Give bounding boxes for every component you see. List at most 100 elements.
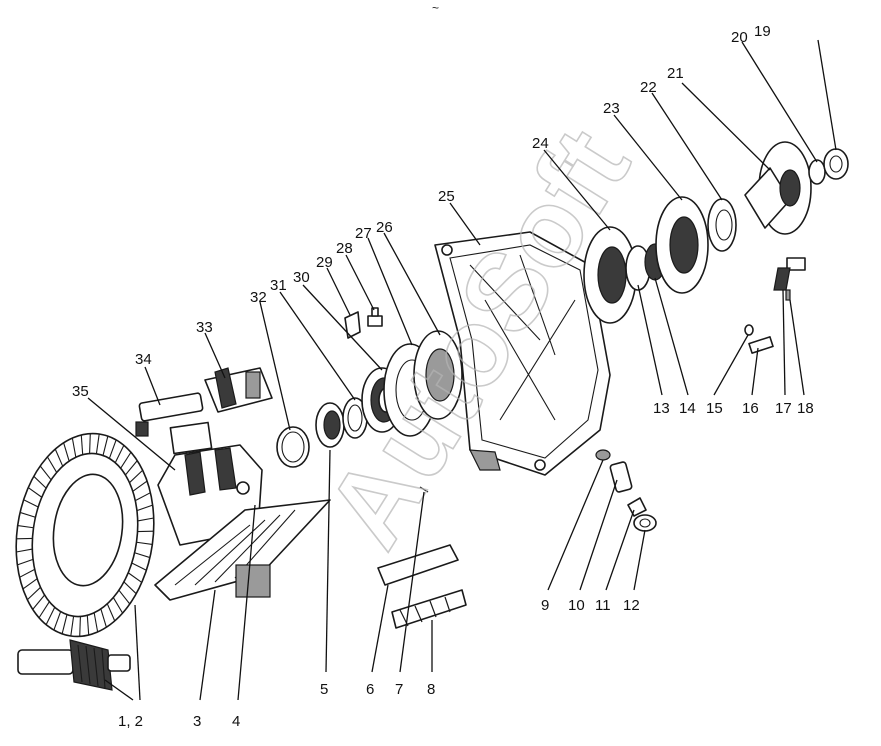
gear-tooth (19, 568, 35, 578)
gear-tooth (17, 524, 34, 529)
drive-flange (744, 141, 812, 235)
leader-lines (87, 39, 837, 701)
gear-tooth (135, 492, 151, 502)
adjusting-shims (391, 589, 467, 629)
gear-tooth (137, 517, 154, 522)
callout-22: 22 (640, 79, 657, 96)
flange-bolt (773, 257, 806, 291)
cross-shaft-pin (135, 392, 204, 437)
gear-tooth (131, 562, 147, 571)
gasket (627, 497, 647, 517)
callout-30: 30 (293, 269, 310, 286)
callout-9: 9 (541, 597, 549, 614)
gear-tooth (22, 578, 38, 590)
gear-tooth (112, 597, 124, 614)
callout-31: 31 (270, 277, 287, 294)
callout-13: 13 (653, 400, 670, 417)
gear-tooth (71, 437, 77, 458)
cotter-pin (785, 289, 791, 301)
bolt-small (367, 307, 383, 327)
bearing-small (315, 402, 345, 448)
callout-25: 25 (438, 188, 455, 205)
callout-27: 27 (355, 225, 372, 242)
gear-tooth (54, 448, 64, 467)
gear-tooth (32, 594, 46, 610)
pinion-gear (17, 639, 131, 691)
gear-tooth (19, 511, 36, 518)
callout-29: 29 (316, 254, 333, 271)
case-half-flange (154, 499, 331, 601)
callout-34: 34 (135, 351, 152, 368)
bearing-cone (342, 397, 368, 439)
gear-tooth (124, 460, 138, 476)
breather-nut (633, 514, 657, 532)
gear-tooth (80, 434, 84, 455)
washer (808, 159, 826, 185)
callout-3: 3 (193, 713, 201, 730)
pinion-bearing (707, 198, 737, 252)
gear-tooth (127, 572, 143, 583)
breather-body (609, 461, 633, 493)
gear-tooth (63, 442, 70, 462)
gear-tooth (86, 615, 90, 636)
callout-16: 16 (742, 400, 759, 417)
page-marker: ~ (432, 1, 439, 15)
callout-32: 32 (250, 289, 267, 306)
ring-gear (15, 432, 155, 638)
gear-tooth (132, 480, 148, 492)
callout-8: 8 (427, 681, 435, 698)
callout-6: 6 (366, 681, 374, 698)
gear-tooth (108, 439, 117, 459)
callout-1-2: 1, 2 (118, 713, 143, 730)
gear-tooth (45, 607, 56, 625)
dowel-pin (419, 486, 429, 493)
small-washer (744, 324, 754, 336)
bearing-cover (655, 196, 709, 294)
callout-28: 28 (336, 240, 353, 257)
gear-tooth (136, 504, 153, 512)
callout-17: 17 (775, 400, 792, 417)
callout-5: 5 (320, 681, 328, 698)
gear-tooth (89, 433, 91, 454)
gear-tooth (136, 541, 153, 546)
gear-tooth (93, 612, 99, 633)
gear-tooth (17, 558, 34, 566)
gear-tooth (38, 601, 50, 619)
gear-tooth (102, 435, 109, 456)
callout-21: 21 (667, 65, 684, 82)
shim-pack (377, 544, 459, 586)
gear-tooth (95, 433, 100, 454)
gear-tooth (100, 608, 107, 628)
pin (748, 336, 774, 354)
gear-tooth (118, 589, 131, 605)
gear-tooth (39, 465, 52, 481)
gear-tooth (26, 586, 41, 601)
callout-labels: 1, 2 3 4 5 6 7 8 9 10 11 12 13 14 15 16 … (72, 23, 814, 730)
callout-35: 35 (72, 383, 89, 400)
callout-26: 26 (376, 219, 393, 236)
gear-tooth (53, 611, 62, 631)
callout-23: 23 (603, 100, 620, 117)
gear-tooth (33, 475, 47, 489)
callout-20: 20 (731, 29, 748, 46)
callout-10: 10 (568, 597, 585, 614)
gear-tooth (16, 548, 33, 553)
bearing-cap-flange (413, 330, 463, 420)
callout-19: 19 (754, 23, 771, 40)
gear-tooth (129, 469, 144, 484)
breather-cap (595, 449, 611, 461)
gear-tooth (114, 445, 125, 463)
callout-12: 12 (623, 597, 640, 614)
gear-tooth (79, 616, 81, 637)
gear-tooth (106, 603, 116, 622)
callout-18: 18 (797, 400, 814, 417)
locking-plate (344, 311, 361, 339)
gear-tooth (70, 616, 75, 637)
flange-nut (823, 148, 849, 180)
gear-tooth (46, 456, 58, 473)
gear-tooth (23, 499, 39, 508)
axle-housing (434, 231, 611, 476)
callout-33: 33 (196, 319, 213, 336)
gear-tooth (123, 581, 137, 595)
